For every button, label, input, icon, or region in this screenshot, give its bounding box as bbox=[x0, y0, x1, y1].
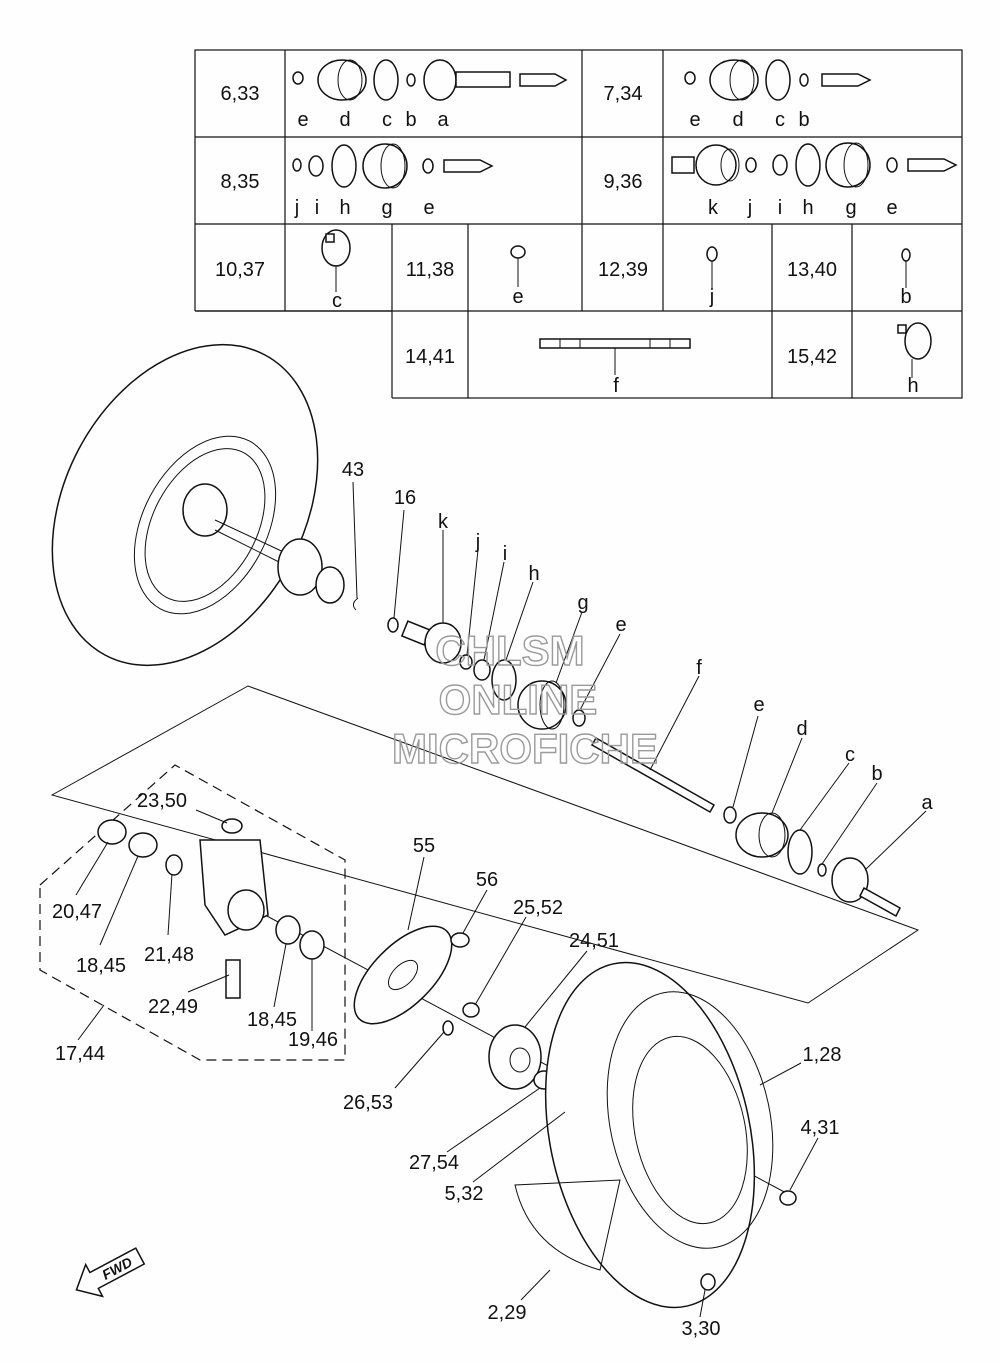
table-ref: 6,33 bbox=[221, 83, 260, 105]
part-sketch bbox=[321, 229, 911, 292]
callout: 27,54 bbox=[409, 1152, 459, 1174]
table-ref: 11,38 bbox=[406, 259, 455, 281]
watermark-line: ONLINE bbox=[439, 676, 598, 723]
table-ref: 14,41 bbox=[405, 346, 455, 368]
table-ref: 8,35 bbox=[221, 171, 260, 193]
table-letter: i bbox=[778, 197, 782, 219]
table-letter: f bbox=[613, 375, 619, 397]
table-letter: c bbox=[332, 290, 342, 312]
callout: e bbox=[615, 614, 626, 636]
callout: b bbox=[871, 763, 882, 785]
callout: 55 bbox=[413, 835, 435, 857]
watermark: CHLSM ONLINE MICROFICHE bbox=[391, 626, 658, 772]
table-ref: 12,39 bbox=[598, 259, 648, 281]
callout: e bbox=[753, 694, 764, 716]
table-letter: d bbox=[339, 109, 350, 131]
table-letter: h bbox=[802, 197, 813, 219]
callout: 24,51 bbox=[569, 930, 619, 952]
callout: d bbox=[796, 718, 807, 740]
callout: 26,53 bbox=[343, 1092, 393, 1114]
table-letter: e bbox=[512, 286, 523, 308]
table-letter: b bbox=[405, 109, 416, 131]
table-ref: 10,37 bbox=[215, 259, 265, 281]
callout: 2,29 bbox=[488, 1302, 527, 1324]
table-letter: b bbox=[900, 286, 911, 308]
callout: 22,49 bbox=[148, 996, 198, 1018]
table-letter: g bbox=[381, 197, 392, 219]
part-sketch bbox=[671, 142, 958, 188]
callout: 5,32 bbox=[445, 1183, 484, 1205]
table-letter: h bbox=[339, 197, 350, 219]
table-letter: e bbox=[423, 197, 434, 219]
parts-table: 6,33 7,34 8,35 9,36 10,37 11,38 12,39 13… bbox=[193, 49, 963, 400]
callout: j bbox=[475, 531, 480, 553]
table-letter: a bbox=[437, 109, 449, 131]
table-letter: j bbox=[709, 286, 714, 308]
callout: 18,45 bbox=[247, 1009, 297, 1031]
table-letter: b bbox=[798, 109, 809, 131]
callout: 21,48 bbox=[144, 944, 194, 966]
callout: 56 bbox=[476, 869, 498, 891]
upper-wheel-assembly bbox=[51, 343, 345, 667]
table-letter: e bbox=[886, 197, 897, 219]
callout: 20,47 bbox=[52, 901, 102, 923]
callout: k bbox=[438, 511, 449, 533]
callout: 43 bbox=[342, 459, 364, 481]
watermark-line: CHLSM bbox=[435, 627, 584, 674]
table-ref: 7,34 bbox=[604, 83, 643, 105]
table-ref: 15,42 bbox=[787, 346, 837, 368]
callout: 23,50 bbox=[137, 790, 187, 812]
table-letter: h bbox=[907, 375, 918, 397]
callout: g bbox=[577, 592, 588, 614]
fwd-arrow: FWD bbox=[75, 1247, 146, 1298]
leader-lines bbox=[75, 481, 927, 1318]
table-letter: j bbox=[294, 197, 299, 219]
table-letter: c bbox=[382, 109, 392, 131]
part-sketch bbox=[292, 143, 494, 189]
part-sketch bbox=[684, 59, 872, 101]
table-letter: d bbox=[732, 109, 743, 131]
callout: 16 bbox=[394, 487, 416, 509]
callout: 17,44 bbox=[55, 1043, 105, 1065]
table-letter: e bbox=[689, 109, 700, 131]
callout: 1,28 bbox=[803, 1044, 842, 1066]
callout: h bbox=[528, 563, 539, 585]
part-sketch bbox=[539, 322, 932, 378]
callout: 25,52 bbox=[513, 897, 563, 919]
callout: 3,30 bbox=[682, 1318, 721, 1340]
table-letter: i bbox=[315, 197, 319, 219]
callout: i bbox=[503, 543, 507, 565]
table-letter: j bbox=[747, 197, 752, 219]
callout: a bbox=[921, 792, 933, 814]
table-letter: g bbox=[845, 197, 856, 219]
part-sketch bbox=[292, 59, 568, 101]
callout-labels: 43 16 k j i h g e f e d c b a 23,50 20,4… bbox=[52, 459, 933, 1340]
table-letter: k bbox=[708, 197, 719, 219]
callout: c bbox=[845, 744, 855, 766]
table-ref: 13,40 bbox=[787, 259, 837, 281]
exploded-parts bbox=[97, 597, 901, 1309]
callout: f bbox=[696, 657, 702, 679]
callout: 4,31 bbox=[801, 1117, 840, 1139]
callout: 19,46 bbox=[288, 1029, 338, 1051]
table-ref: 9,36 bbox=[604, 171, 643, 193]
callout: 18,45 bbox=[76, 955, 126, 977]
table-letter: c bbox=[775, 109, 785, 131]
watermark-line: MICROFICHE bbox=[392, 725, 658, 772]
table-letter: e bbox=[297, 109, 308, 131]
